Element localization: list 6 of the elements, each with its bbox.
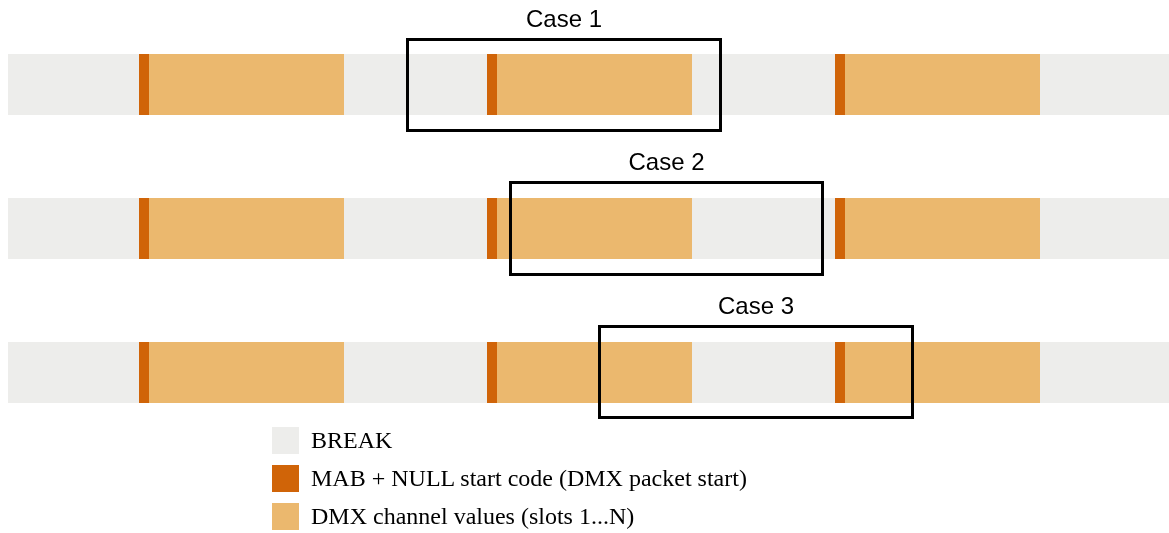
legend-text: DMX channel values (slots 1...N) (311, 502, 635, 530)
case-label: Case 2 (628, 147, 705, 177)
case-label: Case 3 (717, 291, 794, 321)
case-label: Case 1 (525, 4, 602, 34)
legend-text: BREAK (311, 426, 393, 454)
legend-text: MAB + NULL start code (DMX packet start) (311, 464, 747, 492)
